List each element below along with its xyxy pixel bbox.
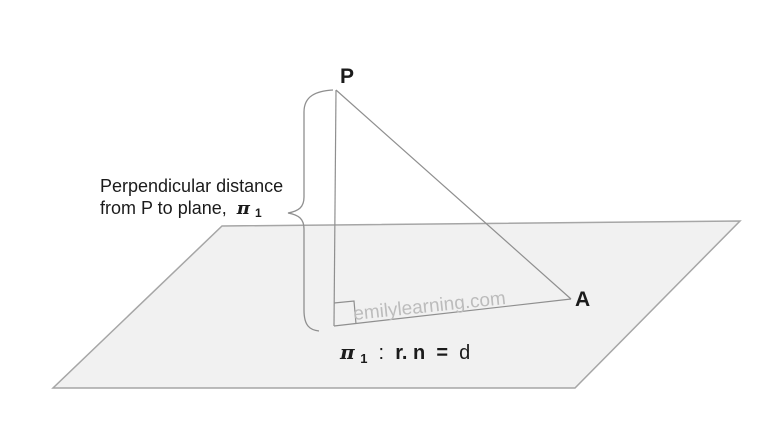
perpendicular-line bbox=[333, 89, 337, 327]
plane-surface bbox=[51, 220, 742, 389]
annotation-pi-subscript: 1 bbox=[255, 206, 262, 220]
equation-pi-subscript: 1 bbox=[360, 351, 367, 366]
line-p-to-a bbox=[335, 89, 572, 300]
brace-icon bbox=[287, 89, 334, 332]
line-foot-to-a bbox=[333, 298, 572, 327]
annotation-text: Perpendicular distance from P to plane, … bbox=[100, 176, 288, 220]
annotation-line1: Perpendicular distance bbox=[100, 176, 283, 196]
equation-colon: : bbox=[373, 342, 390, 364]
plane-equation: π 1 : r. n = d bbox=[339, 340, 470, 368]
equation-d: d bbox=[459, 342, 470, 364]
annotation-pi-symbol: π bbox=[236, 198, 251, 219]
equation-r-dot-n: r. n bbox=[395, 342, 425, 364]
right-angle-marker-icon bbox=[333, 300, 357, 325]
annotation-line2: from P to plane, bbox=[100, 198, 232, 218]
point-p-label: P bbox=[340, 65, 354, 88]
equation-pi-symbol: π bbox=[339, 340, 355, 364]
point-a-label: A bbox=[575, 288, 590, 311]
equation-equals: = bbox=[431, 342, 454, 364]
